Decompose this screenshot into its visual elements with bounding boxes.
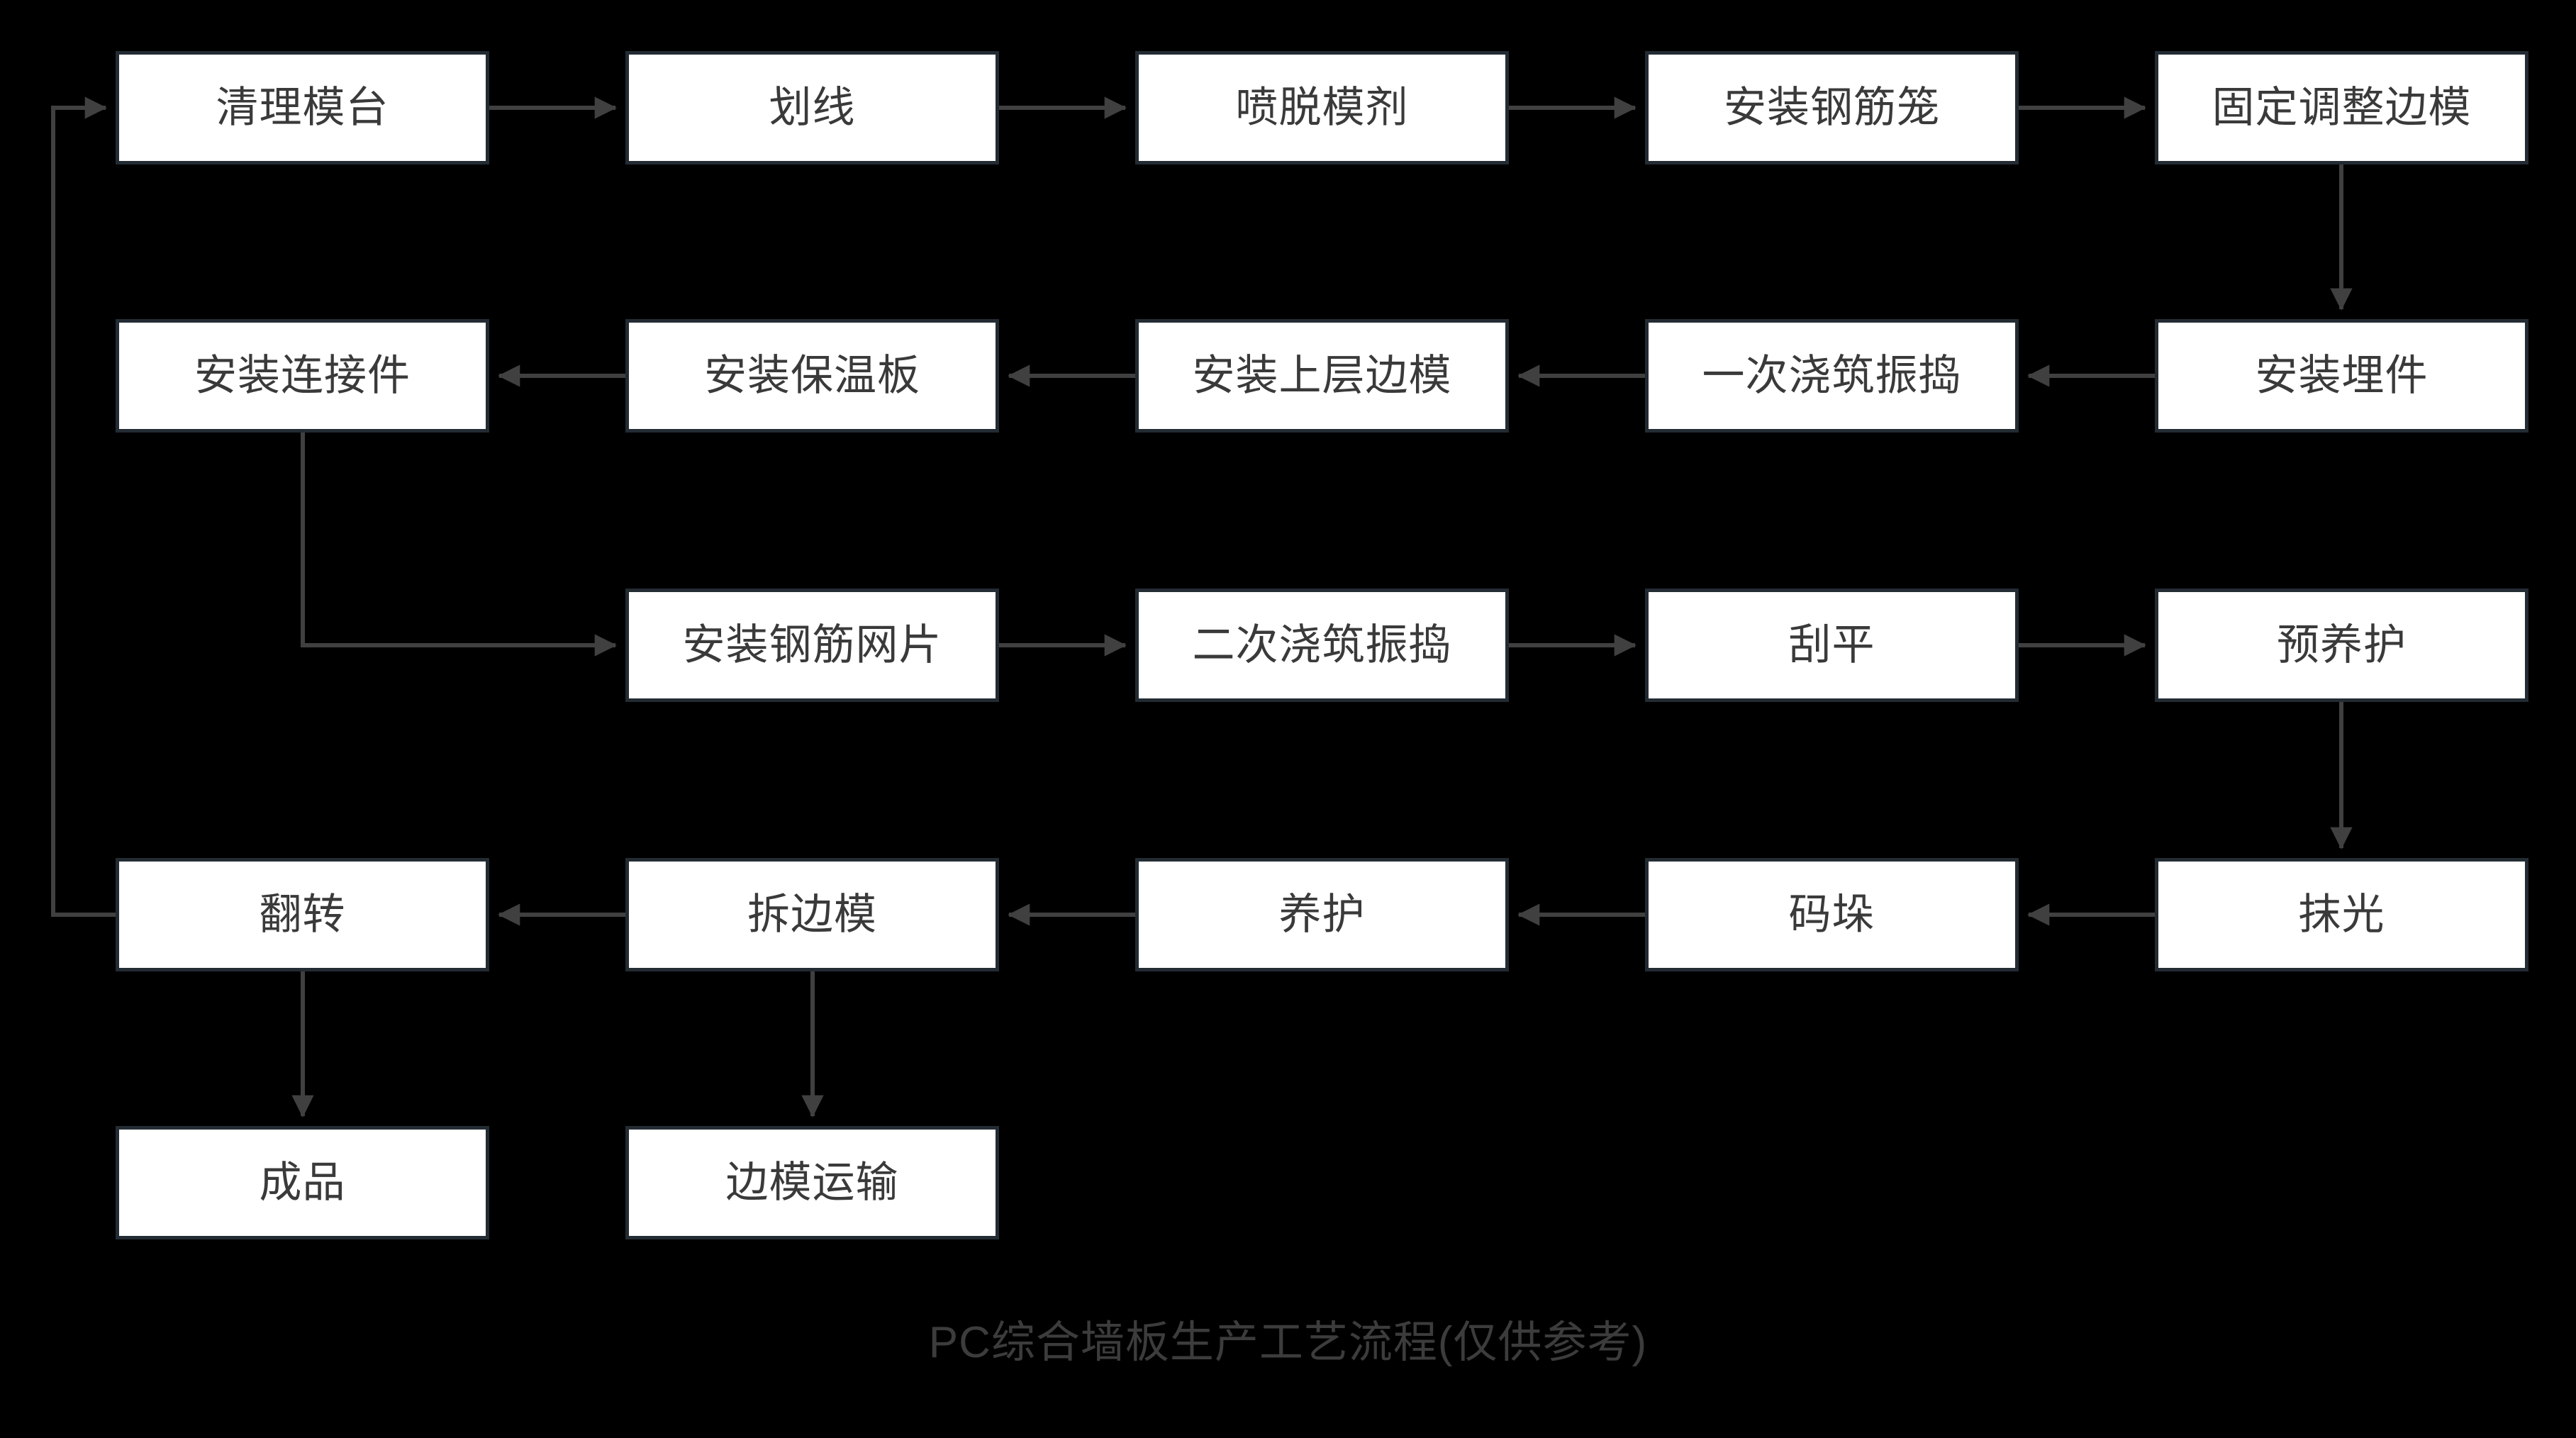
process-node-n20[interactable]: 成品 [116, 1126, 489, 1239]
process-node-n3[interactable]: 喷脱模剂 [1135, 51, 1509, 165]
process-node-n15[interactable]: 翻转 [116, 858, 489, 971]
process-node-n8[interactable]: 安装上层边模 [1135, 319, 1509, 433]
process-node-n18[interactable]: 码垛 [1645, 858, 2019, 971]
process-node-label: 码垛 [1788, 891, 1875, 938]
process-node-label: 安装钢筋网片 [682, 621, 942, 669]
process-node-n9[interactable]: 一次浇筑振捣 [1645, 319, 2019, 433]
process-node-label: 喷脱模剂 [1235, 84, 1409, 131]
process-node-n6[interactable]: 安装连接件 [116, 319, 489, 433]
flow-arrow-n15-to-n1 [51, 96, 116, 917]
process-node-n10[interactable]: 安装埋件 [2155, 319, 2528, 433]
process-node-label: 成品 [259, 1159, 346, 1206]
process-node-n19[interactable]: 抹光 [2155, 858, 2528, 971]
process-node-label: 拆边模 [747, 891, 877, 938]
process-node-label: 养护 [1278, 891, 1366, 938]
process-node-label: 安装保温板 [704, 352, 920, 399]
process-node-n2[interactable]: 划线 [625, 51, 999, 165]
process-node-n11[interactable]: 安装钢筋网片 [625, 589, 999, 702]
process-node-n12[interactable]: 二次浇筑振捣 [1135, 589, 1509, 702]
process-node-label: 划线 [769, 84, 856, 131]
process-node-label: 边模运输 [725, 1159, 899, 1206]
process-node-label: 预养护 [2277, 621, 2407, 669]
process-node-n13[interactable]: 刮平 [1645, 589, 2019, 702]
process-node-n16[interactable]: 拆边模 [625, 858, 999, 971]
process-node-label: 抹光 [2298, 891, 2385, 938]
process-node-label: 安装钢筋笼 [1724, 84, 1940, 131]
diagram-caption: PC综合墙板生产工艺流程(仅供参考) [0, 1306, 2576, 1370]
process-node-n4[interactable]: 安装钢筋笼 [1645, 51, 2019, 165]
caption-text: PC综合墙板生产工艺流程(仅供参考) [928, 1318, 1648, 1367]
process-node-n7[interactable]: 安装保温板 [625, 319, 999, 433]
flow-arrow-n6-to-n11 [301, 433, 617, 657]
process-node-label: 安装连接件 [194, 352, 411, 399]
process-node-label: 一次浇筑振捣 [1702, 352, 1962, 399]
process-node-label: 固定调整边模 [2212, 84, 2472, 131]
process-node-label: 清理模台 [216, 84, 389, 131]
process-node-n5[interactable]: 固定调整边模 [2155, 51, 2528, 165]
process-node-n14[interactable]: 预养护 [2155, 589, 2528, 702]
process-node-n21[interactable]: 边模运输 [625, 1126, 999, 1239]
process-node-n1[interactable]: 清理模台 [116, 51, 489, 165]
process-node-label: 翻转 [259, 891, 346, 938]
process-node-n17[interactable]: 养护 [1135, 858, 1509, 971]
process-node-label: 安装埋件 [2255, 352, 2429, 399]
process-node-label: 安装上层边模 [1192, 352, 1452, 399]
process-node-label: 刮平 [1788, 621, 1875, 669]
process-node-label: 二次浇筑振捣 [1192, 621, 1452, 669]
